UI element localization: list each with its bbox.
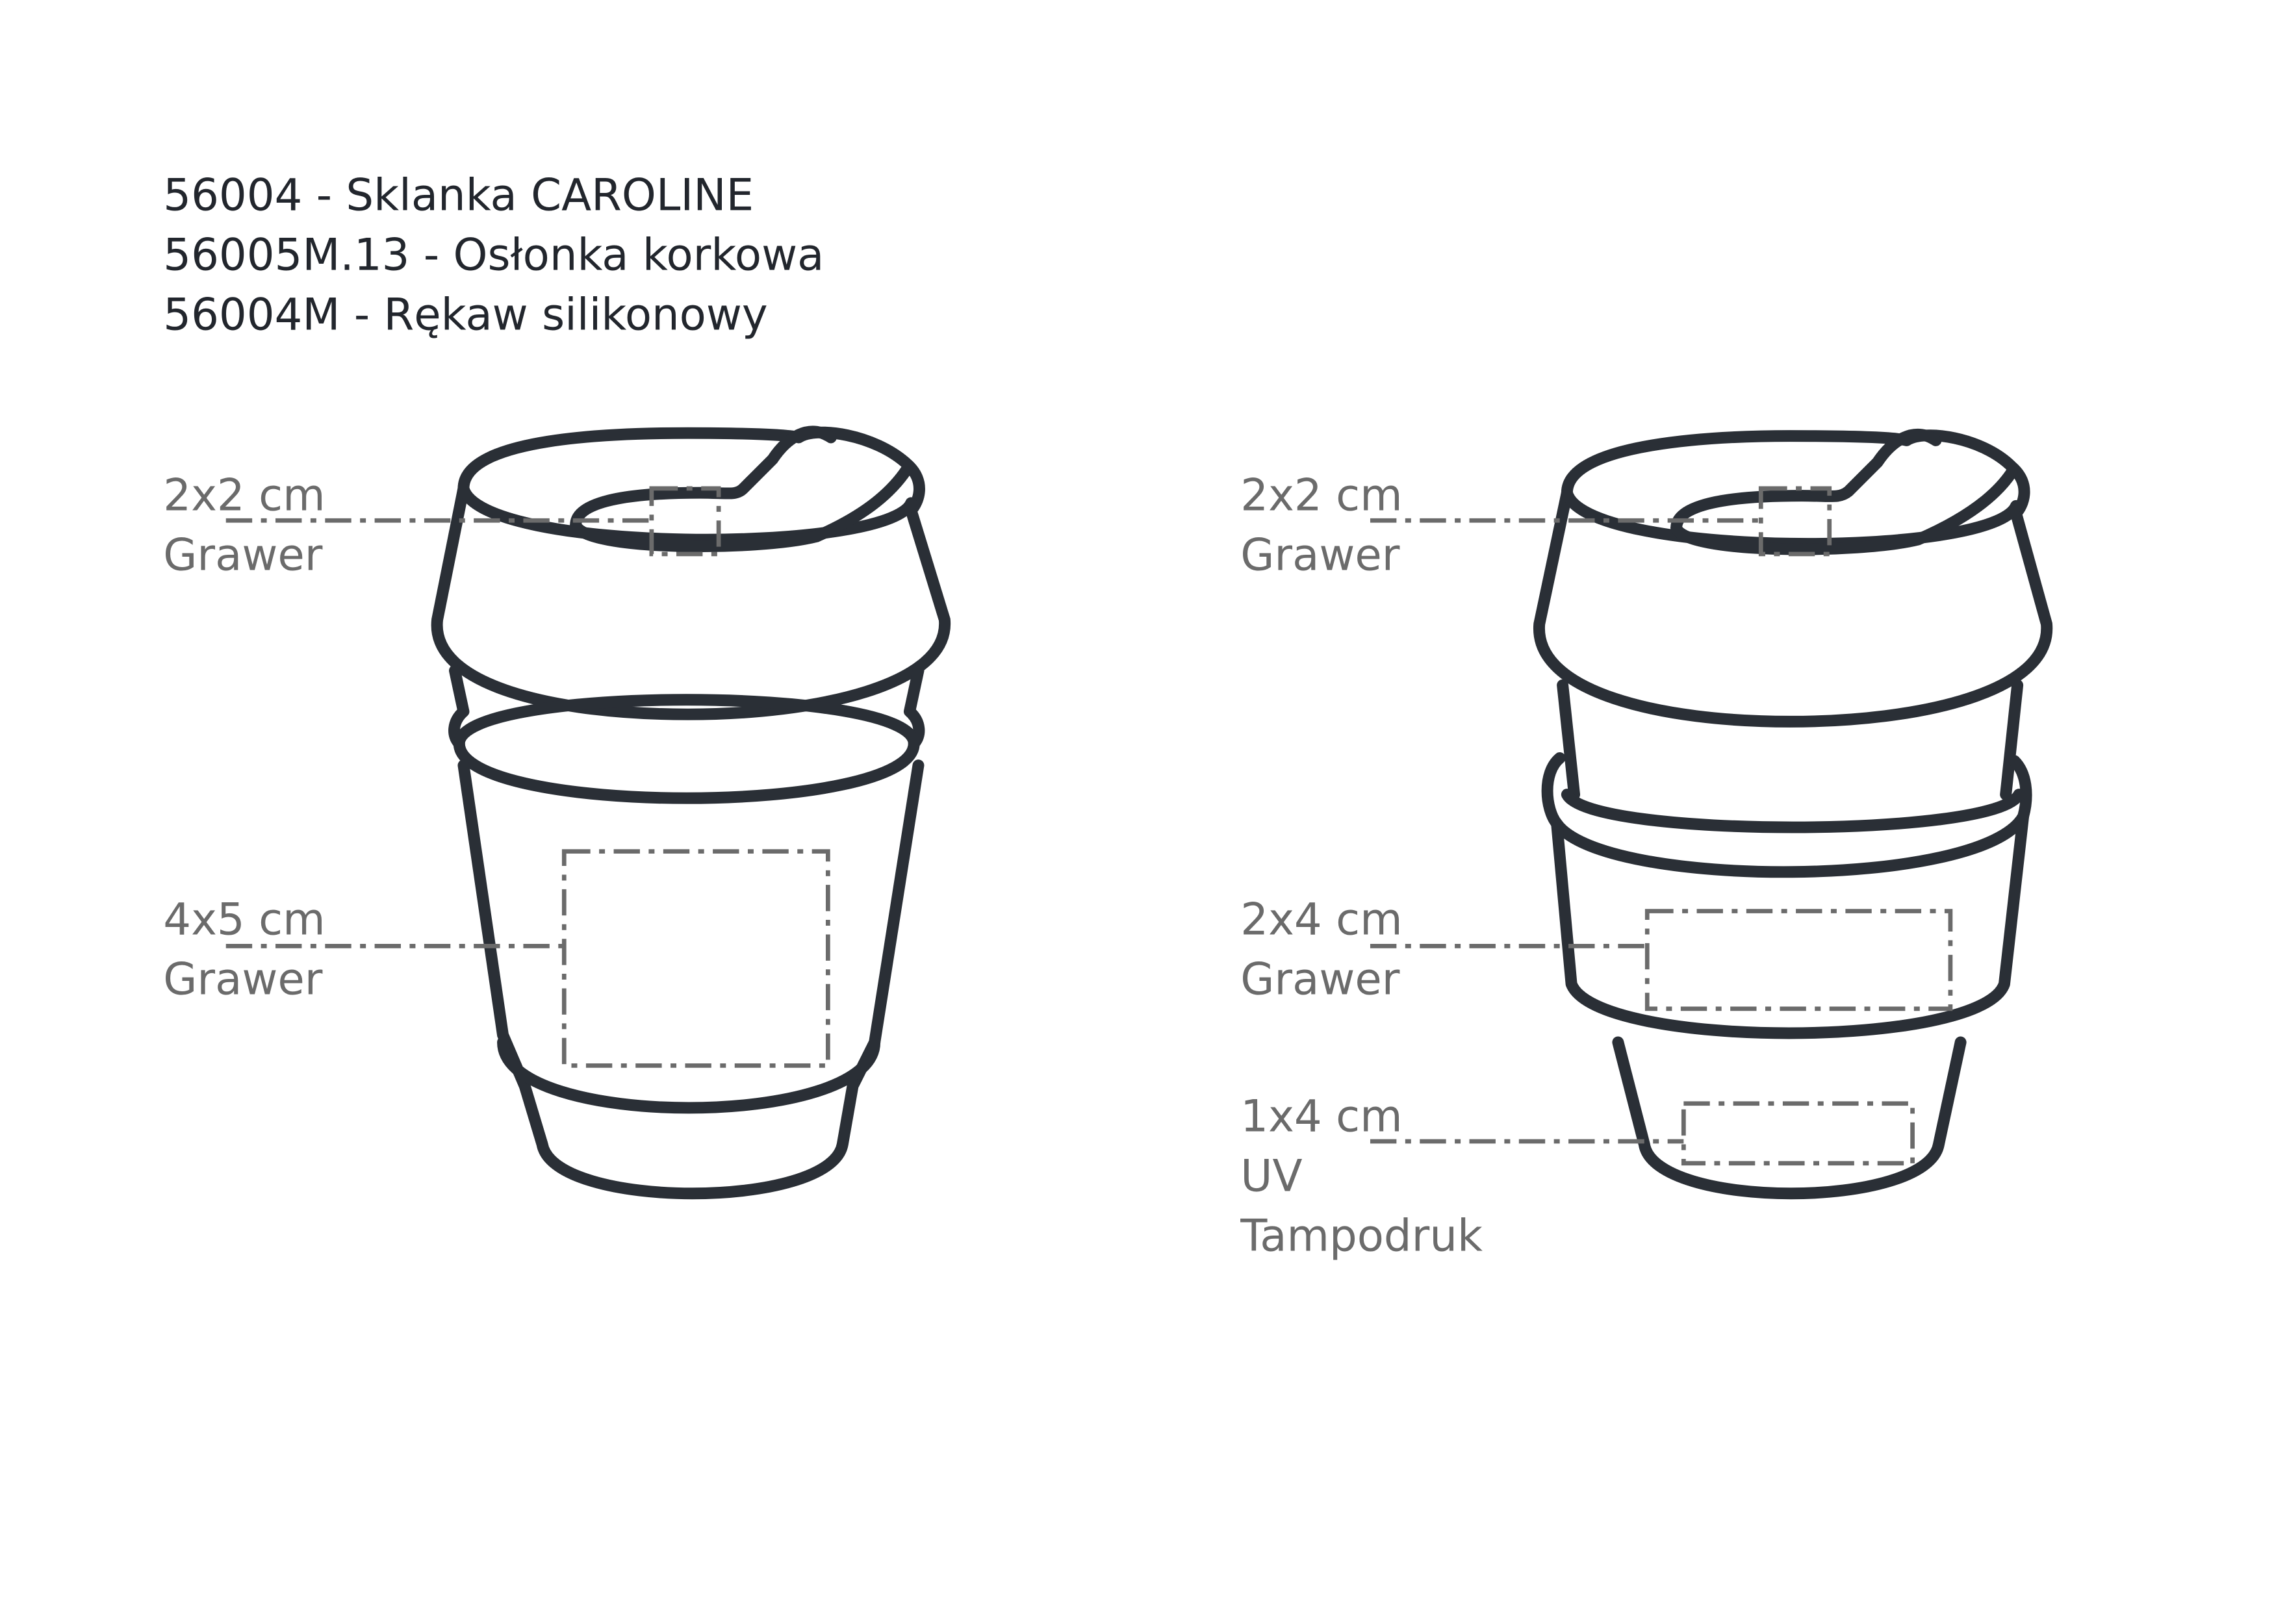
left-lid-print-area <box>649 486 721 557</box>
right-lid-size: 2x2 cm <box>1240 470 1402 521</box>
right-sleeve-size: 2x4 cm <box>1240 894 1402 945</box>
right-cup-drawing <box>1533 428 2053 1200</box>
right-base-size: 1x4 cm <box>1240 1091 1402 1141</box>
right-lid-print-area <box>1758 486 1832 557</box>
right-sleeve-method: Grawer <box>1240 954 1399 1004</box>
left-cup-drawing <box>431 425 951 1200</box>
left-sleeve-size: 4x5 cm <box>163 894 325 945</box>
right-cup-print-areas <box>1370 486 1953 1166</box>
left-sleeve-method: Grawer <box>163 954 322 1004</box>
left-cup-print-areas <box>225 486 830 1068</box>
header-line-1: 56004 - Sklanka CAROLINE <box>163 170 754 220</box>
header-line-3: 56004M - Rękaw silikonowy <box>163 289 767 340</box>
header-line-2: 56005M.13 - Osłonka korkowa <box>163 229 824 280</box>
right-lid-method: Grawer <box>1240 530 1399 581</box>
right-base-method-2: Tampodruk <box>1240 1210 1483 1261</box>
left-lid-size: 2x2 cm <box>163 470 325 521</box>
left-lid-method: Grawer <box>163 530 322 581</box>
header-text: 56004 - Sklanka CAROLINE 56005M.13 - Osł… <box>163 170 824 340</box>
right-base-method-1: UV <box>1240 1150 1302 1201</box>
right-base-print-area <box>1681 1101 1915 1166</box>
left-cup-labels: 2x2 cm Grawer 4x5 cm Grawer <box>163 470 325 1005</box>
left-sleeve-print-area <box>561 849 830 1068</box>
right-cup-labels: 2x2 cm Grawer 2x4 cm Grawer 1x4 cm UV Ta… <box>1240 470 1483 1262</box>
right-sleeve-print-area <box>1644 909 1953 1011</box>
